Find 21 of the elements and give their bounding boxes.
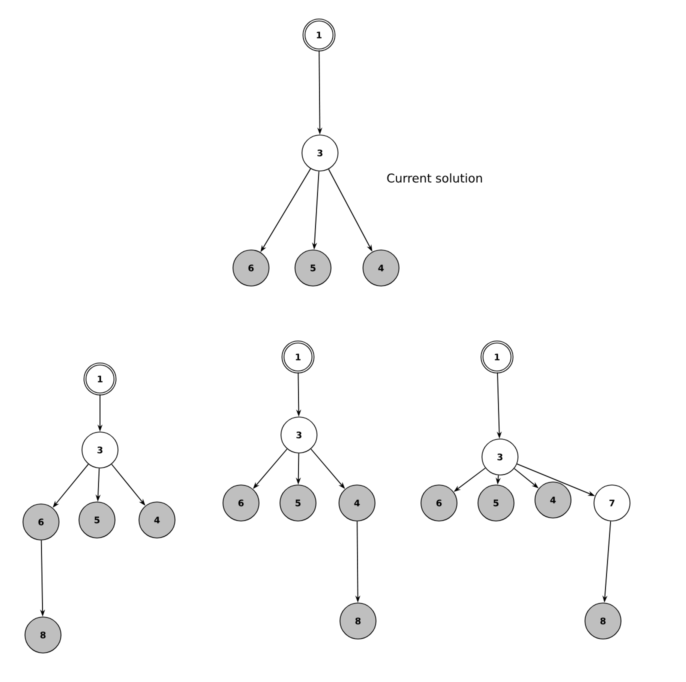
visited-node: 6 — [22, 504, 60, 540]
tree-node: 7 — [594, 484, 630, 522]
visited-node: 5 — [478, 484, 514, 522]
tree-node: 3 — [82, 432, 118, 468]
tree-node: 3 — [302, 134, 338, 172]
visited-node: 5 — [280, 484, 316, 522]
visited-node: 4 — [138, 502, 176, 538]
visited-node: 8 — [24, 616, 62, 654]
visited-node: 6 — [420, 484, 458, 522]
visited-node: 4 — [534, 482, 572, 518]
tree-node: 3 — [280, 416, 318, 454]
visited-node: 4 — [338, 484, 376, 522]
visited-node: 4 — [362, 250, 400, 286]
visited-node: 6 — [232, 250, 270, 286]
visited-node: 8 — [584, 602, 622, 640]
caption-text: Current solution — [387, 173, 482, 183]
visited-node: 8 — [340, 602, 376, 640]
visited-node: 5 — [294, 250, 332, 286]
visited-node: 5 — [78, 502, 116, 538]
visited-node: 6 — [222, 484, 260, 522]
tree-node: 3 — [482, 438, 518, 476]
